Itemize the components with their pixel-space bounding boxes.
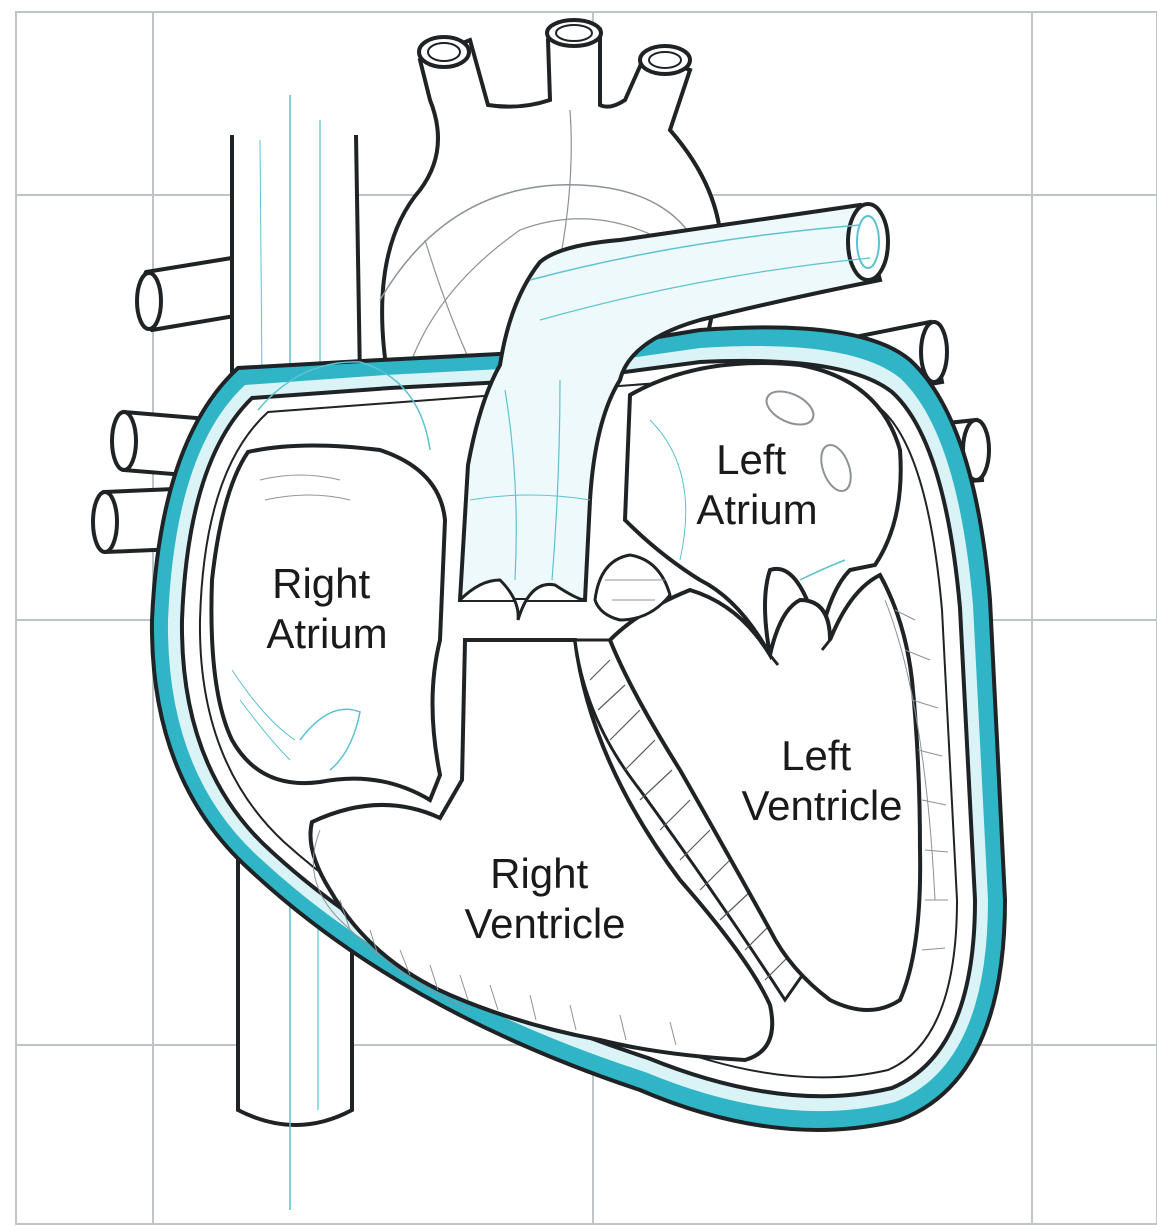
label-left-ventricle-line1: Left xyxy=(781,732,851,779)
label-right-ventricle-line2: Ventricle xyxy=(464,900,625,947)
label-right-atrium-line1: Right xyxy=(272,560,370,607)
label-right-atrium-line2: Atrium xyxy=(266,610,387,657)
label-left-ventricle-line2: Ventricle xyxy=(741,782,902,829)
label-left-atrium-line1: Left xyxy=(716,436,786,483)
superior-vena-cava xyxy=(232,95,360,380)
label-right-ventricle-line1: Right xyxy=(490,850,588,897)
label-left-atrium-line2: Atrium xyxy=(696,486,817,533)
